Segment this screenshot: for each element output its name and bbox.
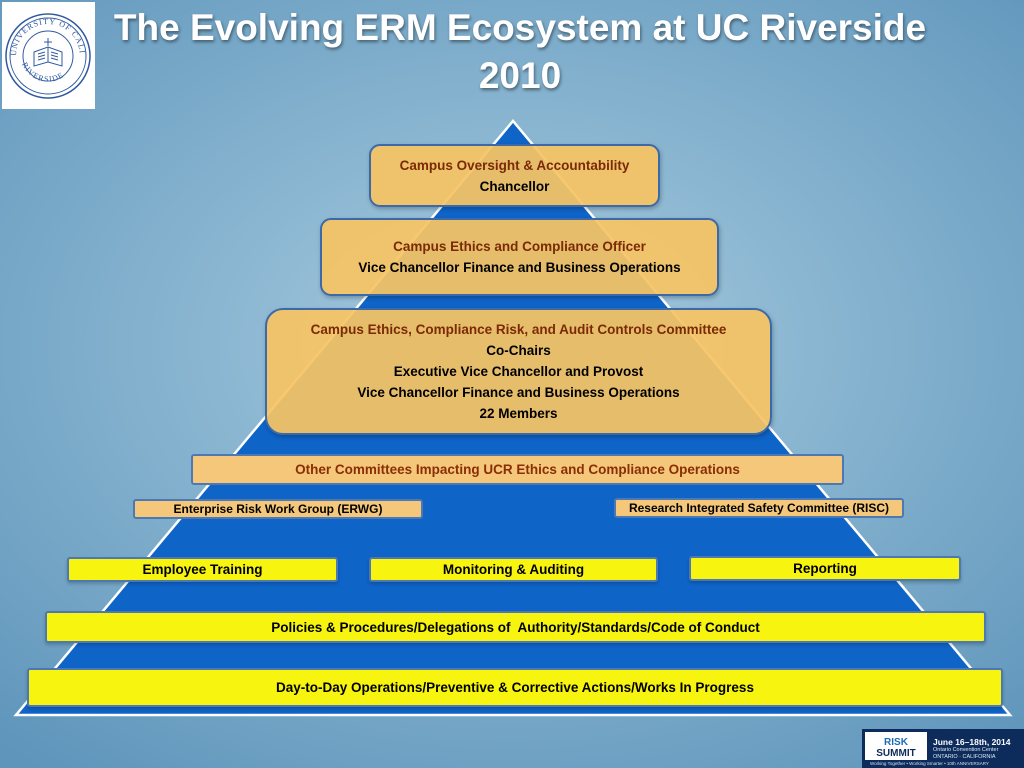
slide-title: The Evolving ERM Ecosystem at UC Riversi… — [110, 4, 930, 100]
tier2-heading: Campus Ethics and Compliance Officer — [393, 239, 646, 254]
logo-venue: Ontario Convention Center — [933, 746, 999, 753]
risk-summit-details: June 16–18th, 2014 Ontario Convention Ce… — [927, 729, 1024, 768]
policies-bar: Policies & Procedures/Delegations of Aut… — [45, 611, 986, 643]
other-committees-bar: Other Committees Impacting UCR Ethics an… — [191, 454, 844, 485]
risk-summit-mark: RISK SUMMIT — [865, 732, 927, 765]
tier3-cochairs: Co-Chairs — [486, 343, 551, 358]
operations-bar: Day-to-Day Operations/Preventive & Corre… — [27, 668, 1003, 707]
tier-ethics-compliance-officer: Campus Ethics and Compliance Officer Vic… — [320, 218, 719, 296]
tier3-provost: Executive Vice Chancellor and Provost — [393, 364, 644, 379]
tier3-heading: Campus Ethics, Compliance Risk, and Audi… — [310, 322, 727, 337]
operations-label: Day-to-Day Operations/Preventive & Corre… — [276, 680, 754, 695]
tier2-role: Vice Chancellor Finance and Business Ope… — [358, 260, 681, 275]
logo-venue-location: ONTARIO · CALIFORNIA — [933, 753, 996, 760]
risc-label: Research Integrated Safety Committee (RI… — [628, 501, 890, 515]
tier3-members: 22 Members — [479, 406, 558, 421]
tier1-heading: Campus Oversight & Accountability — [399, 157, 630, 173]
tier3-vice-chancellor: Vice Chancellor Finance and Business Ope… — [357, 385, 680, 400]
employee-training-label: Employee Training — [142, 562, 263, 577]
logo-date: June 16–18th, 2014 — [933, 736, 1011, 747]
tier1-role: Chancellor — [479, 178, 550, 194]
monitoring-auditing-label: Monitoring & Auditing — [442, 562, 585, 577]
policies-label: Policies & Procedures/Delegations of Aut… — [271, 619, 760, 635]
risc-box: Research Integrated Safety Committee (RI… — [614, 498, 904, 518]
erwg-label: Enterprise Risk Work Group (ERWG) — [173, 502, 383, 516]
logo-summit-text: SUMMIT — [876, 748, 916, 759]
employee-training-box: Employee Training — [67, 557, 338, 582]
erwg-box: Enterprise Risk Work Group (ERWG) — [133, 499, 423, 519]
reporting-label: Reporting — [793, 561, 857, 576]
reporting-box: Reporting — [689, 556, 961, 581]
slide-title-line2: 2010 — [478, 55, 562, 96]
tier-audit-controls-committee: Campus Ethics, Compliance Risk, and Audi… — [265, 308, 772, 435]
tier-campus-oversight: Campus Oversight & Accountability Chance… — [369, 144, 660, 207]
logo-risk-text: RISK — [884, 737, 908, 748]
university-seal-logo: UNIVERSITY OF CALIFORNIA RIVERSIDE — [0, 0, 95, 109]
monitoring-auditing-box: Monitoring & Auditing — [369, 557, 658, 582]
other-committees-label: Other Committees Impacting UCR Ethics an… — [295, 462, 740, 477]
slide-title-line1: The Evolving ERM Ecosystem at UC Riversi… — [113, 7, 927, 48]
logo-tagline: Working Together • Working Smarter • 10t… — [862, 760, 1024, 768]
